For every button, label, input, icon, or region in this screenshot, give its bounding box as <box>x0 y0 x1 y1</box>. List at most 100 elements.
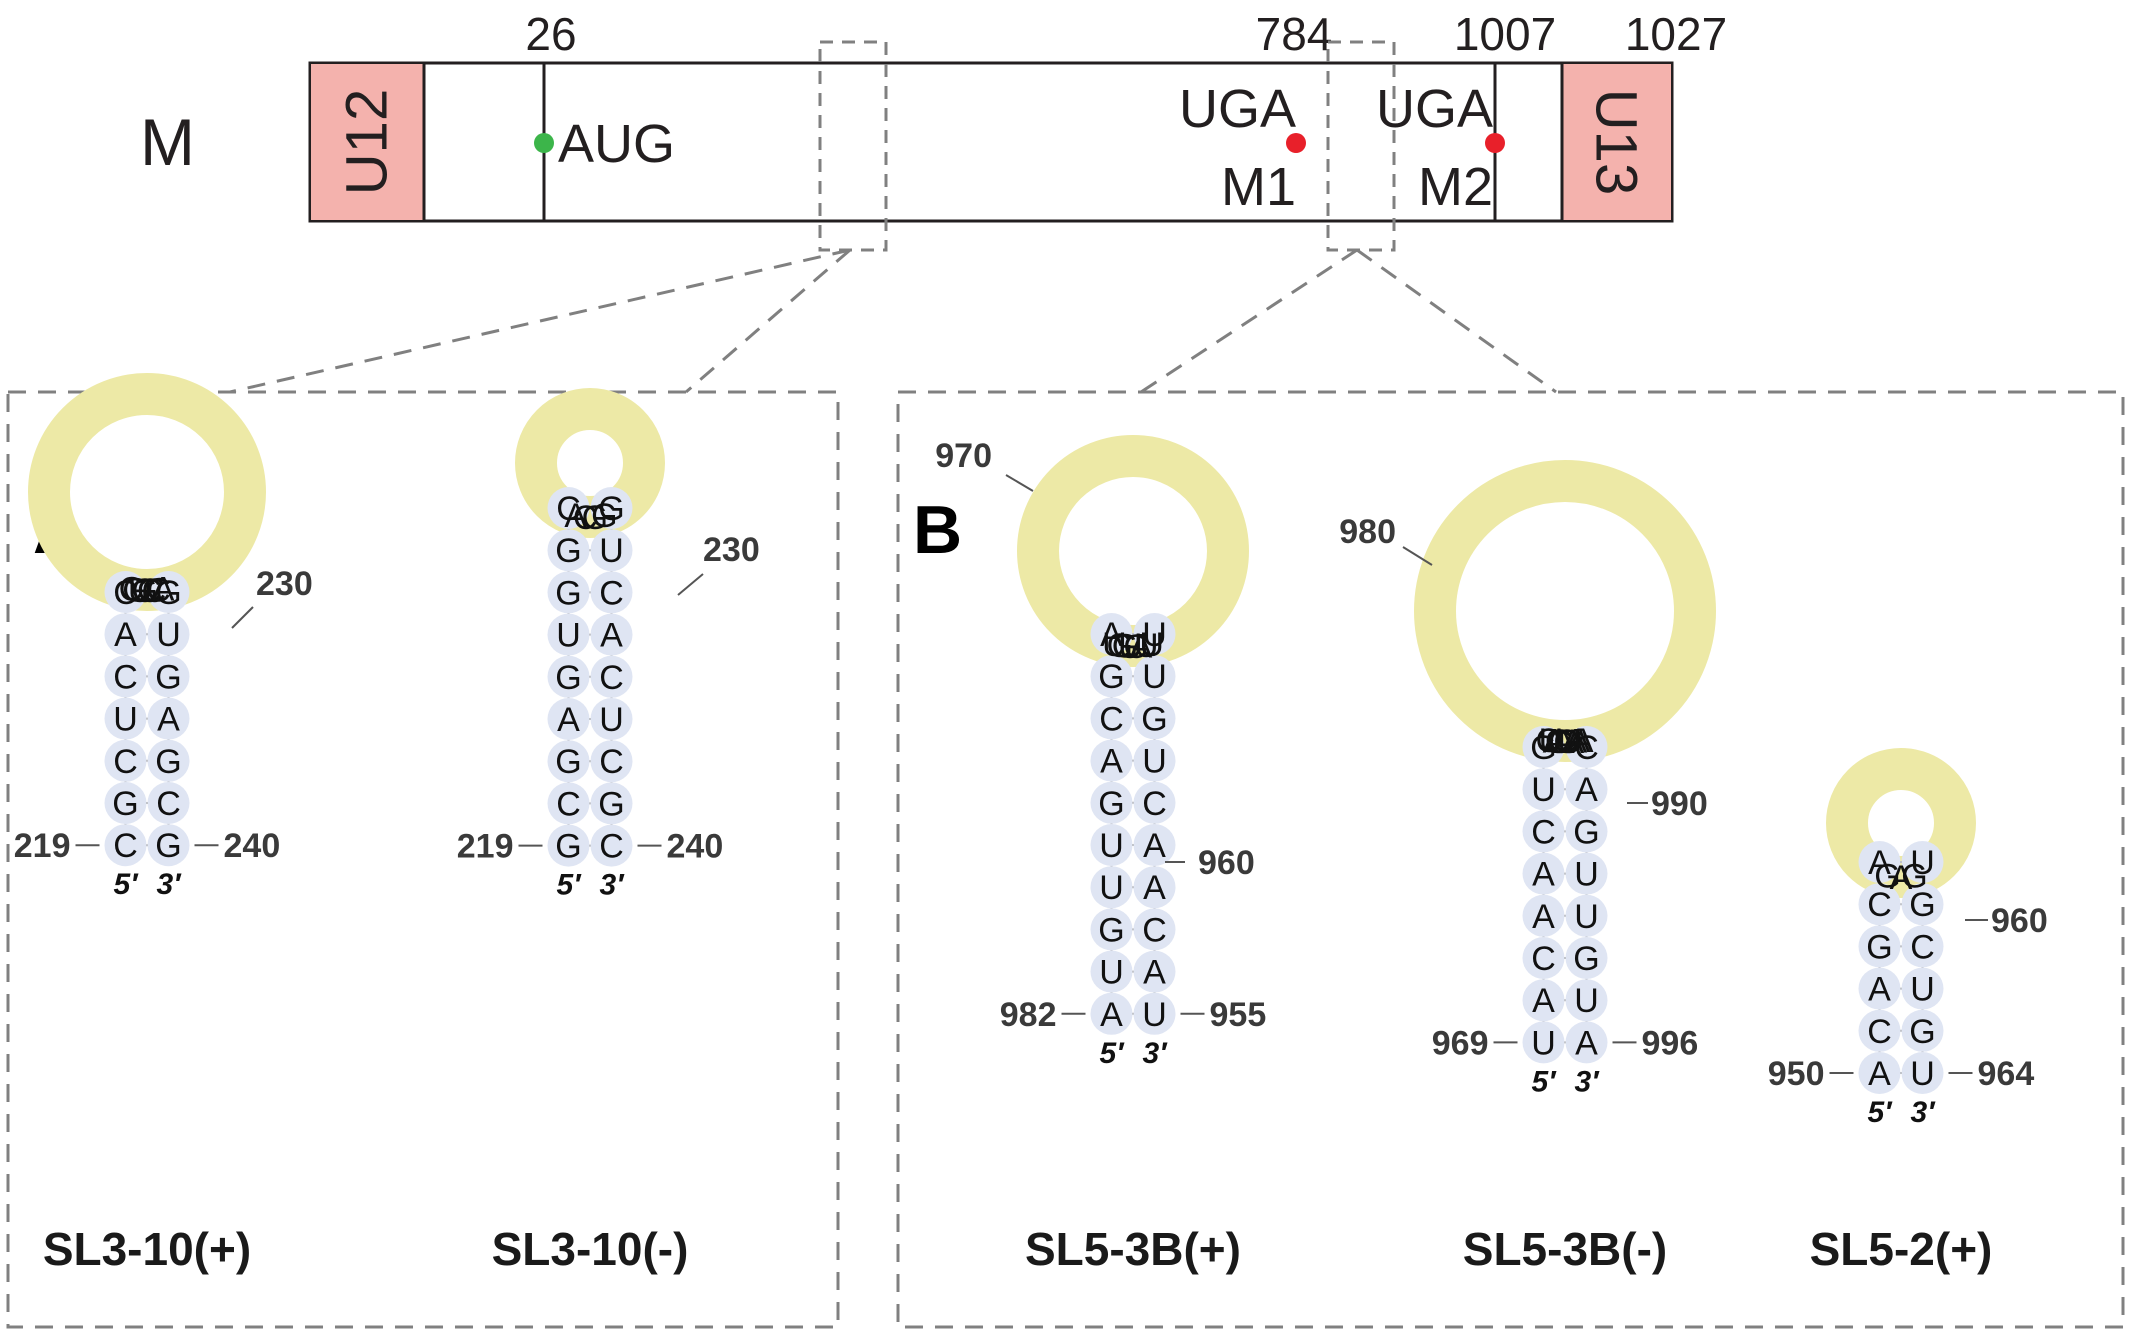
base-bubble <box>1901 967 1944 1010</box>
base-bubble <box>1090 739 1133 782</box>
base-bubble <box>590 529 633 572</box>
stem-base: G <box>555 659 581 697</box>
loop-base: C <box>1123 628 1148 666</box>
base-bubble <box>590 824 633 867</box>
base-bubble <box>590 655 633 698</box>
loop-ring <box>515 388 665 538</box>
base-bubble <box>547 571 590 614</box>
stem-base: U <box>1910 1055 1935 1093</box>
loop-base: A <box>1561 723 1584 761</box>
stem-base: A <box>1143 827 1166 865</box>
base-bubble <box>547 655 590 698</box>
base-bubble <box>147 613 190 656</box>
stem-base: U <box>1099 869 1124 907</box>
loop-base: A <box>1890 859 1913 897</box>
stem-base: C <box>1867 886 1892 924</box>
end-position: 1027 <box>1625 8 1727 60</box>
base-bubble <box>1901 1052 1944 1094</box>
loop-base: U <box>1134 627 1159 665</box>
loop-base: A <box>1565 723 1588 761</box>
loop-base: U <box>1118 628 1143 666</box>
base-bubble <box>104 697 147 740</box>
left-number: 969 <box>1432 1024 1489 1062</box>
connector-b-right <box>1356 248 1557 394</box>
base-bubble <box>1565 937 1608 979</box>
stem-base: G <box>1573 813 1599 851</box>
stem-base: C <box>599 743 624 781</box>
stem-base: C <box>556 785 581 823</box>
stem-base: U <box>1099 827 1124 865</box>
base-bubble <box>1901 1009 1944 1052</box>
base-bubble <box>1565 768 1608 811</box>
loop-base: G <box>131 572 157 610</box>
stem-base: A <box>600 617 623 655</box>
position-label: 960 <box>1198 844 1255 882</box>
base-bubble <box>547 824 590 867</box>
right-number: 996 <box>1642 1024 1699 1062</box>
position-tick <box>1005 474 1034 492</box>
loop-base: G <box>1553 723 1579 761</box>
base-bubble <box>1090 613 1133 655</box>
base-bubble <box>547 740 590 783</box>
stem-base: G <box>598 490 624 528</box>
structure-name: SL5-3B(-) <box>1463 1223 1667 1275</box>
stem-base: C <box>1531 813 1556 851</box>
loop-base: A <box>1130 628 1153 666</box>
three-prime-label: 3′ <box>1911 1096 1937 1129</box>
base-bubble <box>1133 908 1176 951</box>
five-prime-label: 5′ <box>1532 1065 1558 1098</box>
loop-base: A <box>1543 723 1566 761</box>
panel-b-label: B <box>913 492 962 568</box>
base-bubble <box>1133 613 1176 655</box>
region-box-a <box>818 40 888 252</box>
stem-base: G <box>155 827 181 865</box>
m2-label: M2 <box>1418 157 1493 217</box>
stem-base: G <box>1141 700 1167 738</box>
stem-base: U <box>1142 743 1167 781</box>
loop-base: A <box>1571 722 1594 760</box>
stem-base: G <box>1098 911 1124 949</box>
stem-base: U <box>1574 982 1599 1020</box>
loop-base: G <box>122 571 148 609</box>
stem-base: A <box>1143 954 1166 992</box>
stem-base: C <box>1142 785 1167 823</box>
five-prime-label: 5′ <box>1868 1096 1894 1129</box>
stem-base: U <box>1099 954 1124 992</box>
connector-a-right <box>685 248 851 394</box>
loop-ring <box>28 373 266 611</box>
panel-b-frame <box>896 390 2125 1329</box>
loop-base: U <box>1557 723 1582 761</box>
stem-base: U <box>1531 1024 1556 1062</box>
loop-base: G <box>1112 628 1138 666</box>
stem-base: G <box>1866 928 1892 966</box>
loop-base: G <box>1106 627 1132 665</box>
utr-right-box <box>1562 64 1671 220</box>
utr-left-box <box>311 64 424 220</box>
stem-base: A <box>1575 771 1598 809</box>
stop-codon-dot-m2 <box>1485 133 1505 153</box>
stem-base: U <box>556 617 581 655</box>
base-bubble <box>590 571 633 614</box>
loop-base: A <box>1552 723 1575 761</box>
three-prime-label: 3′ <box>1575 1065 1601 1098</box>
three-prime-label: 3′ <box>157 868 183 901</box>
base-bubble <box>1565 852 1608 895</box>
stem-base: C <box>113 658 138 696</box>
base-bubble <box>1858 1052 1901 1094</box>
base-bubble <box>147 782 190 824</box>
stem-base: C <box>113 743 138 781</box>
base-bubble <box>1090 697 1133 740</box>
position-label: 230 <box>256 565 313 603</box>
segment-label: M <box>140 105 195 179</box>
right-number: 964 <box>1978 1055 2035 1093</box>
base-bubble <box>1901 925 1944 968</box>
base-bubble <box>1565 726 1608 768</box>
stem-base: G <box>155 658 181 696</box>
structure-name: SL5-3B(+) <box>1025 1223 1241 1275</box>
stem-base: U <box>1142 658 1167 696</box>
stem-base: U <box>1574 898 1599 936</box>
right-number: 955 <box>1210 996 1267 1034</box>
